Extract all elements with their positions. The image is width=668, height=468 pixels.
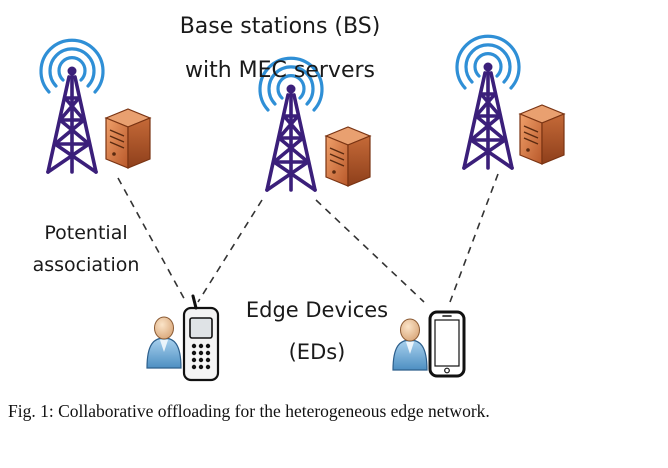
server-icon bbox=[105, 108, 151, 169]
link-bs1-ed1 bbox=[117, 177, 187, 303]
link-bs3-ed2 bbox=[449, 173, 499, 303]
edge-device-1 bbox=[146, 294, 220, 382]
association-label-line2: association bbox=[32, 254, 140, 276]
association-links bbox=[117, 173, 499, 303]
link-bs2-ed1 bbox=[197, 199, 263, 303]
tower-icon bbox=[455, 34, 521, 170]
base-station-3 bbox=[455, 34, 565, 170]
smartphone-icon bbox=[428, 310, 466, 378]
edge-devices-label-line1: Edge Devices bbox=[245, 298, 389, 322]
network-diagram bbox=[39, 34, 565, 382]
link-bs2-ed2 bbox=[315, 199, 425, 303]
tower-icon bbox=[39, 38, 105, 174]
base-stations-title-line2: with MEC servers bbox=[184, 58, 375, 83]
base-stations-title-line1: Base stations (BS) bbox=[179, 14, 381, 39]
user-icon bbox=[146, 316, 182, 369]
edge-device-2 bbox=[392, 310, 466, 378]
edge-devices-label-line2: (EDs) bbox=[288, 340, 346, 364]
base-station-1 bbox=[39, 38, 151, 174]
server-icon bbox=[519, 104, 565, 165]
server-icon bbox=[325, 126, 371, 187]
feature-phone-icon bbox=[182, 294, 220, 382]
association-label-line1: Potential bbox=[44, 222, 128, 244]
figure-caption: Fig. 1: Collaborative offloading for the… bbox=[8, 401, 490, 421]
